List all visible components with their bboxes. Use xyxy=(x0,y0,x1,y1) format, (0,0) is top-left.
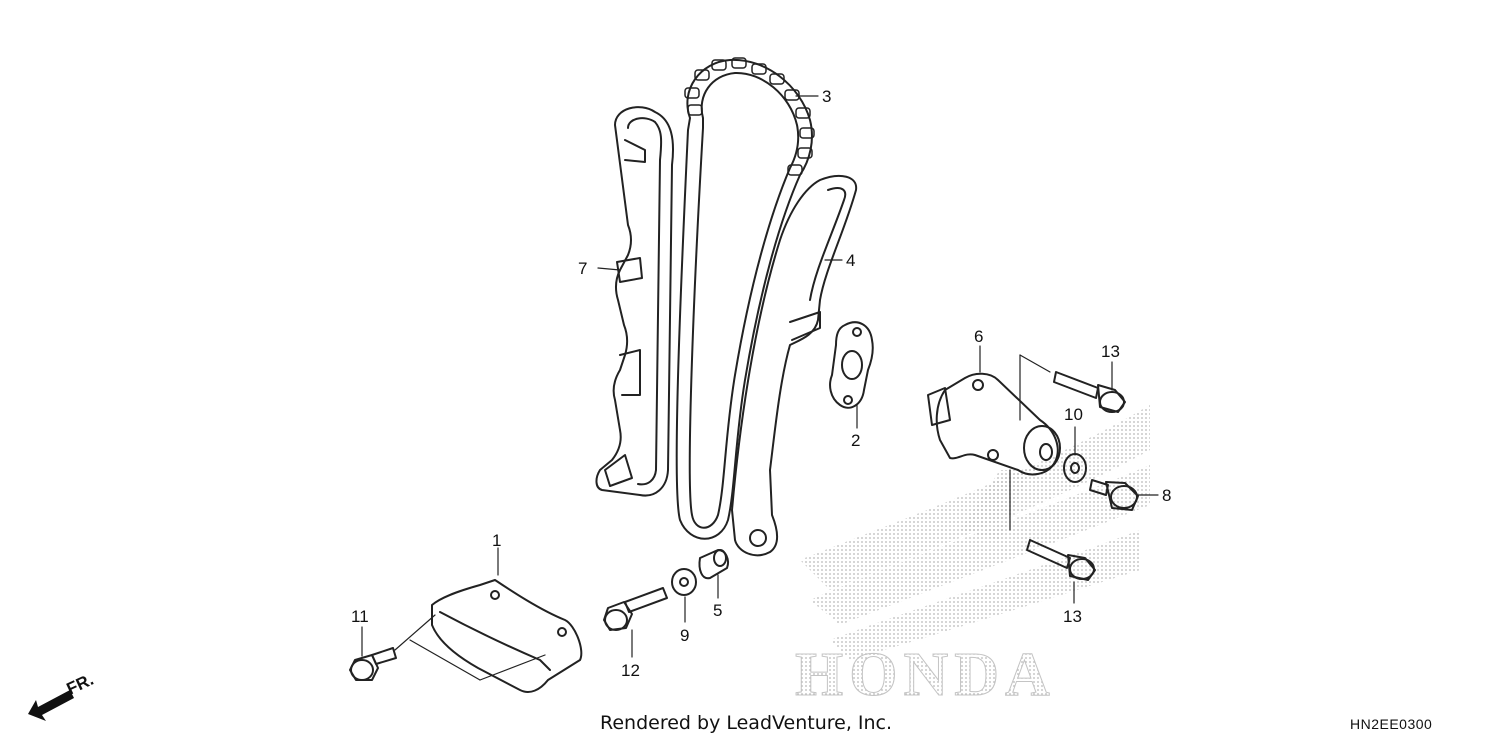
callout-10: 10 xyxy=(1064,405,1083,424)
front-direction-arrow-icon xyxy=(28,690,74,721)
leader-lines xyxy=(361,95,1159,658)
plate-bolt xyxy=(349,647,397,681)
callout-2: 2 xyxy=(851,431,860,450)
guide-washer xyxy=(671,568,697,596)
flange-bolt-lower xyxy=(1026,539,1096,581)
chain-guide-plate xyxy=(394,579,583,693)
tensioner-gasket xyxy=(829,321,874,409)
callout-5: 5 xyxy=(713,601,722,620)
honda-wing-logo xyxy=(800,405,1150,660)
callout-7: 7 xyxy=(578,259,587,278)
callout-11: 11 xyxy=(351,607,369,626)
callout-9: 9 xyxy=(680,626,689,645)
cam-chain xyxy=(675,57,815,540)
chain-links xyxy=(684,57,815,176)
callout-numbers: 1 2 3 4 5 6 7 8 9 10 11 12 13 13 xyxy=(351,87,1171,680)
cam-chain-tensioner-lifter xyxy=(927,354,1061,531)
callout-1: 1 xyxy=(492,531,501,550)
diagram-code: HN2EE0300 xyxy=(1350,716,1433,732)
callout-3: 3 xyxy=(822,87,831,106)
callout-8: 8 xyxy=(1162,486,1171,505)
callout-6: 6 xyxy=(974,327,983,346)
collar xyxy=(698,549,729,580)
callout-13-lower: 13 xyxy=(1063,607,1082,626)
sealing-bolt xyxy=(1089,479,1139,511)
callout-13-upper: 13 xyxy=(1101,342,1120,361)
callout-4: 4 xyxy=(846,251,855,270)
cam-chain-guide xyxy=(595,106,675,497)
cam-chain-tensioner-arm xyxy=(731,174,858,557)
honda-watermark: HONDA xyxy=(795,641,1056,709)
guide-bolt xyxy=(603,587,668,631)
callout-12: 12 xyxy=(621,661,640,680)
render-credit: Rendered by LeadVenture, Inc. xyxy=(600,712,893,734)
